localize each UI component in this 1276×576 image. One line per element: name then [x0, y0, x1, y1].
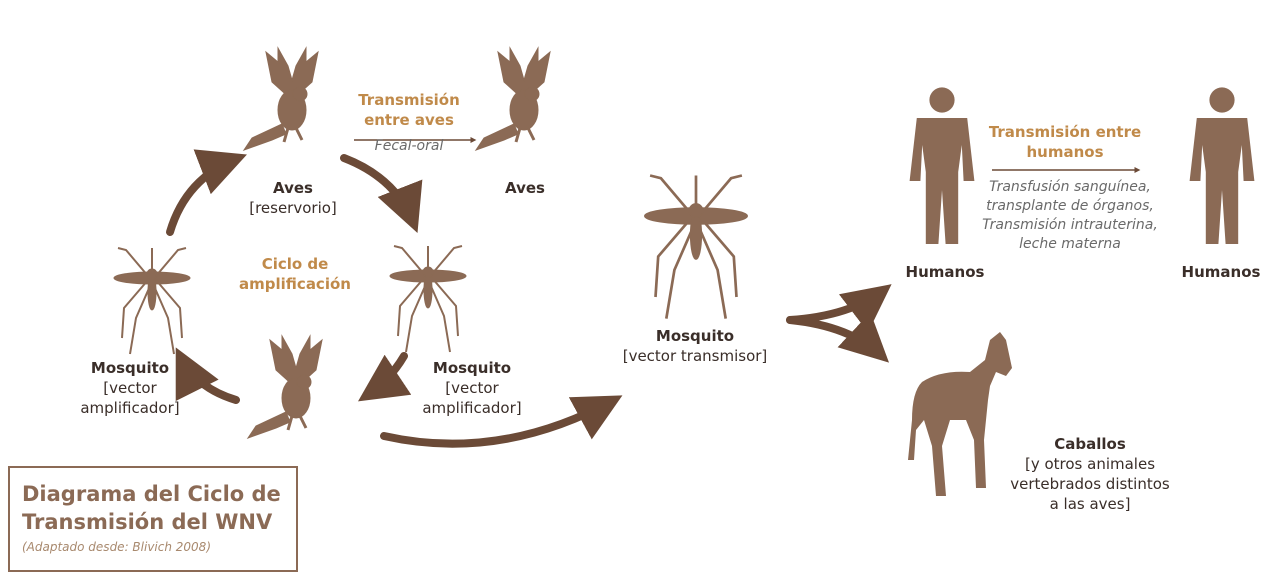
bird-reservoir-icon: [244, 48, 318, 150]
arrow-bird-to-mosquito: [344, 158, 414, 224]
mosquito-center-title: Mosquito: [600, 326, 790, 346]
humanos-right-label: Humanos: [1166, 262, 1276, 282]
aves-reservorio-sub: [reservorio]: [238, 198, 348, 218]
mosquito-right-icon: [390, 246, 466, 352]
mosquito-center-sub: [vector transmisor]: [600, 346, 790, 366]
aves-right-label: Aves: [480, 178, 570, 198]
mosquito-center-icon: [645, 176, 748, 319]
transmision-aves-label: Transmisión entre aves Fecal-oral: [344, 90, 474, 156]
title-box: Diagrama del Ciclo de Transmisión del WN…: [8, 466, 298, 572]
horse-icon: [908, 332, 1012, 496]
mosquito-right-line2: amplificador]: [402, 398, 542, 418]
aves-reservorio-title: Aves: [238, 178, 348, 198]
caballos-line1: [y otros animales: [1000, 454, 1180, 474]
transmision-aves-line1: Transmisión: [344, 90, 474, 110]
arrow-to-humans: [790, 290, 884, 320]
arrow-mosquito-to-bird-bottom: [366, 356, 404, 396]
arrow-mosquito-to-bird: [170, 158, 238, 232]
mosquito-left-line1: [vector: [60, 378, 200, 398]
ciclo-line1: Ciclo de: [220, 254, 370, 274]
transmision-humanos-label: Transmisión entre humanos: [970, 122, 1160, 162]
mosquito-left-icon: [114, 248, 190, 354]
mosquito-right-line1: [vector: [402, 378, 542, 398]
caballos-label: Caballos [y otros animales vertebrados d…: [1000, 434, 1180, 514]
ciclo-label: Ciclo de amplificación: [220, 254, 370, 294]
arrow-to-horses: [790, 320, 882, 356]
caballos-line2: vertebrados distintos: [1000, 474, 1180, 494]
mosquito-left-line2: amplificador]: [60, 398, 200, 418]
route-3: Transmisión intrauterina,: [960, 216, 1180, 235]
mosquito-right-label: Mosquito [vector amplificador]: [402, 358, 542, 418]
transmision-humanos-routes: Transfusión sanguínea, transplante de ór…: [960, 178, 1180, 254]
mosquito-right-title: Mosquito: [402, 358, 542, 378]
caballos-line3: a las aves]: [1000, 494, 1180, 514]
transmision-aves-route: Fecal-oral: [344, 136, 474, 156]
title-line1: Diagrama del Ciclo de: [22, 480, 284, 508]
human-right-icon: [1190, 87, 1255, 244]
route-1: Transfusión sanguínea,: [960, 178, 1180, 197]
bird-right-icon: [476, 48, 550, 150]
title-line2: Transmisión del WNV: [22, 508, 284, 536]
route-4: leche materna: [960, 235, 1180, 254]
route-2: transplante de órganos,: [960, 197, 1180, 216]
title-source: (Adaptado desde: Blivich 2008): [22, 540, 284, 554]
bird-bottom-icon: [248, 336, 322, 438]
humanos-left-label: Humanos: [890, 262, 1000, 282]
mosquito-center-label: Mosquito [vector transmisor]: [600, 326, 790, 366]
transmision-aves-line2: entre aves: [344, 110, 474, 130]
aves-reservorio-label: Aves [reservorio]: [238, 178, 348, 218]
ciclo-line2: amplificación: [220, 274, 370, 294]
transmision-humanos-line2: humanos: [970, 142, 1160, 162]
transmision-humanos-line1: Transmisión entre: [970, 122, 1160, 142]
mosquito-left-label: Mosquito [vector amplificador]: [60, 358, 200, 418]
mosquito-left-title: Mosquito: [60, 358, 200, 378]
caballos-title: Caballos: [1000, 434, 1180, 454]
